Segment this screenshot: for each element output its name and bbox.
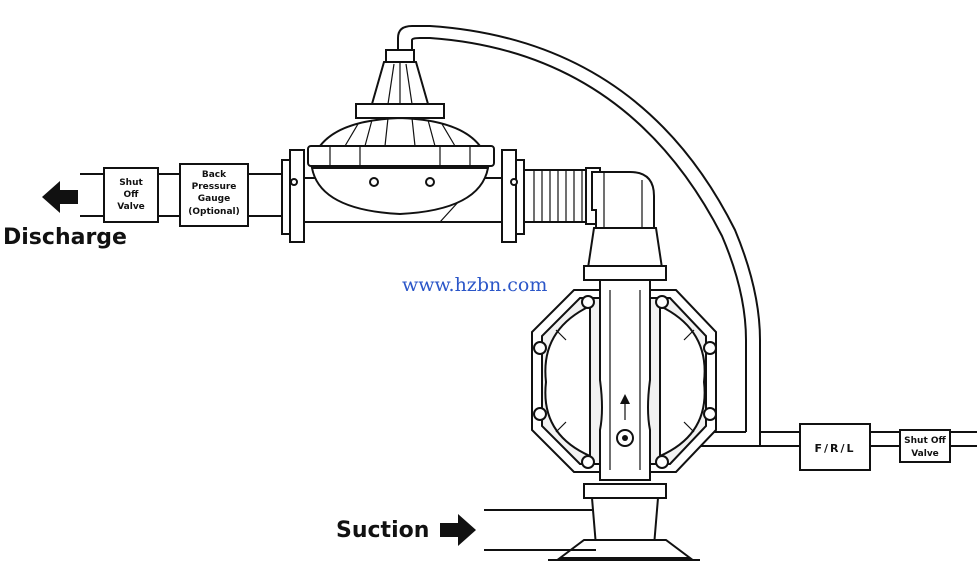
discharge-label: Discharge [3,225,127,250]
shutoff-left-line2: Off [124,190,140,200]
air-supply-hose [397,25,977,447]
shutoff-left-line3: Valve [117,202,145,212]
gauge-line2: Pressure [192,182,237,192]
discharge-piping [80,173,282,217]
arrow-left-icon [42,181,78,213]
pulsation-dampener [281,49,525,243]
frl-label: F/R/L [814,442,855,455]
gauge-line3: Gauge [198,194,230,204]
shutoff-left-line1: Shut [119,178,143,188]
gauge-line1: Back [202,170,227,180]
shutoff-right-line2: Valve [911,449,939,459]
shutoff-right-line1: Shut Off [904,436,946,446]
shutoff-valve-right: Shut Off Valve [899,429,951,463]
back-pressure-gauge: Back Pressure Gauge (Optional) [179,163,249,227]
arrow-up-icon [620,394,630,420]
watermark-text: www.hzbn.com [402,274,547,296]
suction-piping [484,509,596,551]
diaphragm-pump [531,279,717,481]
suction-manifold [548,483,700,561]
shutoff-valve-left: Shut Off Valve [103,167,159,223]
frl-unit: F/R/L [799,423,871,471]
flex-connector [523,167,601,225]
gauge-line4: (Optional) [188,207,239,217]
arrow-right-icon [440,514,476,546]
suction-label: Suction [336,518,429,543]
discharge-manifold [583,171,667,281]
